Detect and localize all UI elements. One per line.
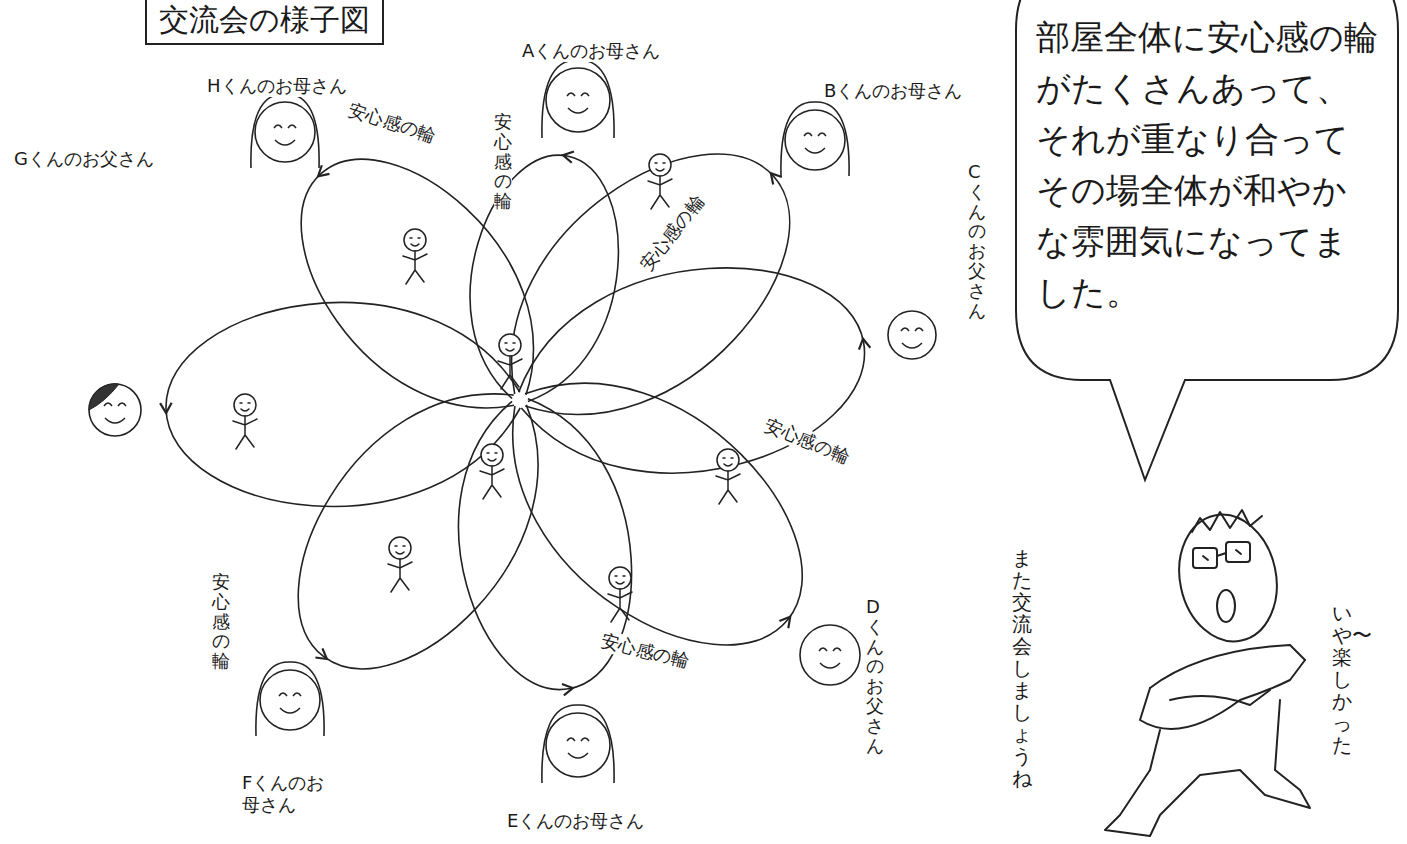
smile [568, 108, 588, 113]
face [888, 311, 936, 359]
hair [542, 60, 614, 138]
figure-label: Hくんのお母さん [205, 75, 349, 97]
reassurance-loop [519, 268, 865, 473]
face [546, 713, 610, 777]
parent-face [888, 311, 936, 359]
eyes [901, 328, 923, 331]
smile [820, 663, 840, 668]
reassurance-loop [470, 155, 618, 401]
figure-label: また交流会しましょうね [1012, 545, 1032, 791]
figure-label: Cくんのお父さん [968, 160, 986, 322]
face [785, 110, 845, 170]
parent-face [251, 94, 319, 168]
eyes [279, 693, 301, 696]
eyes [819, 648, 841, 651]
smile [275, 140, 295, 145]
parent-face [781, 102, 849, 176]
figure-label: 安心感の輪 [494, 110, 512, 213]
face [800, 625, 860, 685]
host-hair [1192, 510, 1262, 532]
child-figure [480, 444, 504, 499]
figure-label: いや〜楽しかった [1332, 600, 1352, 758]
parent-face [89, 384, 141, 436]
figure-label: Bくんのお母さん [822, 80, 964, 102]
reassurance-loop [298, 394, 538, 669]
face [260, 670, 320, 730]
figure-label: 安心感の輪 [344, 98, 440, 148]
smile [902, 343, 922, 348]
smile [805, 148, 825, 153]
host-arms [1140, 660, 1305, 729]
figure-label: Aくんのお母さん [520, 40, 662, 62]
child-figure [608, 567, 632, 622]
smile [568, 753, 588, 758]
figure-label: 安心感の輪 [635, 189, 710, 276]
speech-bubble: 部屋全体に安心感の輪がたくさんあって、それが重なり合ってその場全体が和やかな雰囲… [1012, 0, 1400, 490]
figure-label: Fくんのお母さん [240, 772, 328, 815]
parent-face [542, 705, 614, 783]
figure-label: 安心感の輪 [759, 413, 854, 468]
figure-label: Eくんのお母さん [505, 810, 646, 832]
eyes [567, 93, 589, 96]
eyes [804, 133, 826, 136]
smile [280, 708, 300, 713]
figure-label: Gくんのお父さん [12, 148, 156, 170]
child-figure [403, 229, 427, 284]
figure-label: 安心感の輪 [212, 570, 230, 673]
host-mouth [1217, 590, 1235, 622]
face [89, 384, 141, 436]
parent-face [542, 60, 614, 138]
loop-lines [166, 154, 865, 690]
reassurance-loop [513, 383, 803, 645]
child-figure [388, 537, 412, 592]
face [255, 102, 315, 162]
figure-label: 安心感の輪 [597, 629, 693, 673]
smile [105, 418, 125, 423]
hair [89, 384, 119, 410]
parent-face [256, 662, 324, 736]
reassurance-loop [166, 303, 520, 507]
host-glasses [1217, 553, 1226, 556]
eyes [274, 125, 296, 128]
child-figure [233, 394, 257, 449]
eyes [567, 738, 589, 741]
bubble-shape [1016, 0, 1398, 480]
child-figure [648, 154, 672, 209]
eyes [104, 403, 126, 406]
host-head [1168, 505, 1289, 650]
hair [542, 705, 614, 783]
parent-face [800, 625, 860, 685]
hair [256, 662, 324, 736]
people-figures [89, 60, 936, 783]
child-figure [716, 449, 740, 504]
figure-label: Dくんのお父さん [866, 595, 884, 757]
host-legs [1105, 700, 1310, 836]
hair [251, 94, 319, 168]
reassurance-loop [512, 154, 790, 414]
child-figure [498, 334, 522, 389]
host-shoulders [1150, 645, 1305, 688]
host-eyes [1203, 550, 1241, 560]
diagram-title: 交流会の様子図 [145, 0, 384, 45]
host-arms [1170, 690, 1270, 705]
speech-text: 部屋全体に安心感の輪がたくさんあって、それが重なり合ってその場全体が和やかな雰囲… [1036, 12, 1380, 318]
face [546, 68, 610, 132]
hair [781, 102, 849, 176]
